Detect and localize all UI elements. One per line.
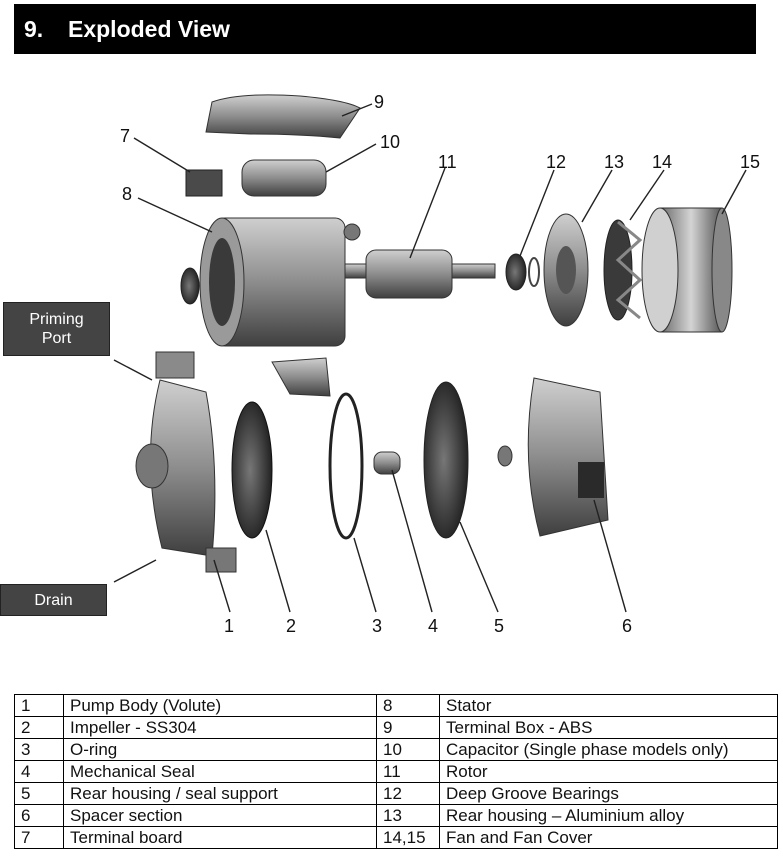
part-number: 14,15 — [376, 826, 440, 849]
label-3: 3 — [372, 616, 382, 636]
stator-part — [180, 217, 361, 347]
seal-support-part — [423, 381, 469, 539]
part-number: 1 — [14, 694, 64, 717]
spacer-section-part — [527, 377, 609, 537]
bearing-part — [505, 253, 540, 291]
label-5: 5 — [494, 616, 504, 636]
part-description: Spacer section — [63, 804, 377, 827]
label-9: 9 — [374, 92, 384, 112]
part-number: 13 — [376, 804, 440, 827]
mechanical-seal-part — [373, 451, 401, 475]
terminal-board-part — [185, 169, 223, 197]
part-description: Deep Groove Bearings — [439, 782, 778, 805]
part-number: 5 — [14, 782, 64, 805]
exploded-view-diagram: 9 7 10 11 12 13 14 15 8 1 2 3 4 5 6 — [113, 92, 760, 636]
spacer-wedge — [271, 357, 331, 397]
impeller-part — [231, 401, 273, 539]
part-description: Mechanical Seal — [63, 760, 377, 783]
fan-cover-part — [641, 207, 733, 333]
capacitor-part — [241, 159, 327, 197]
drain-label: Drain — [0, 584, 107, 616]
label-12: 12 — [546, 152, 566, 172]
leader-lines — [113, 103, 747, 613]
label-8: 8 — [122, 184, 132, 204]
label-4: 4 — [428, 616, 438, 636]
section-number: 9. — [24, 15, 44, 42]
label-10: 10 — [380, 132, 400, 152]
part-description: Terminal board — [63, 826, 377, 849]
part-description: Capacitor (Single phase models only) — [439, 738, 778, 761]
rear-housing-aluminium-part — [543, 213, 589, 327]
label-13: 13 — [604, 152, 624, 172]
fan-part — [603, 219, 643, 321]
part-number: 9 — [376, 716, 440, 739]
part-number: 11 — [376, 760, 440, 783]
label-14: 14 — [652, 152, 672, 172]
part-number: 12 — [376, 782, 440, 805]
part-number: 10 — [376, 738, 440, 761]
label-2: 2 — [286, 616, 296, 636]
label-11: 11 — [438, 152, 457, 172]
rotor-part — [344, 249, 496, 299]
nut-part — [497, 445, 513, 467]
part-description: Terminal Box - ABS — [439, 716, 778, 739]
part-description: Rotor — [439, 760, 778, 783]
part-description: Rear housing / seal support — [63, 782, 377, 805]
part-description: Pump Body (Volute) — [63, 694, 377, 717]
section-heading: 9. Exploded View — [14, 4, 756, 54]
pump-body-part — [135, 351, 237, 573]
part-number: 8 — [376, 694, 440, 717]
part-description: Rear housing – Aluminium alloy — [439, 804, 778, 827]
priming-port-label: Priming Port — [3, 302, 110, 356]
label-15: 15 — [740, 152, 760, 172]
label-7: 7 — [120, 126, 130, 146]
part-number: 2 — [14, 716, 64, 739]
drain-text: Drain — [34, 591, 73, 609]
part-description: Stator — [439, 694, 778, 717]
section-title: Exploded View — [68, 15, 230, 42]
part-number: 6 — [14, 804, 64, 827]
part-number: 7 — [14, 826, 64, 849]
part-description: Impeller - SS304 — [63, 716, 377, 739]
part-number: 4 — [14, 760, 64, 783]
part-description: Fan and Fan Cover — [439, 826, 778, 849]
terminal-box-part — [205, 94, 361, 139]
label-1: 1 — [224, 616, 234, 636]
part-description: O-ring — [63, 738, 377, 761]
part-number: 3 — [14, 738, 64, 761]
label-6: 6 — [622, 616, 632, 636]
priming-port-text: Priming Port — [29, 311, 84, 347]
o-ring-part — [328, 392, 364, 540]
